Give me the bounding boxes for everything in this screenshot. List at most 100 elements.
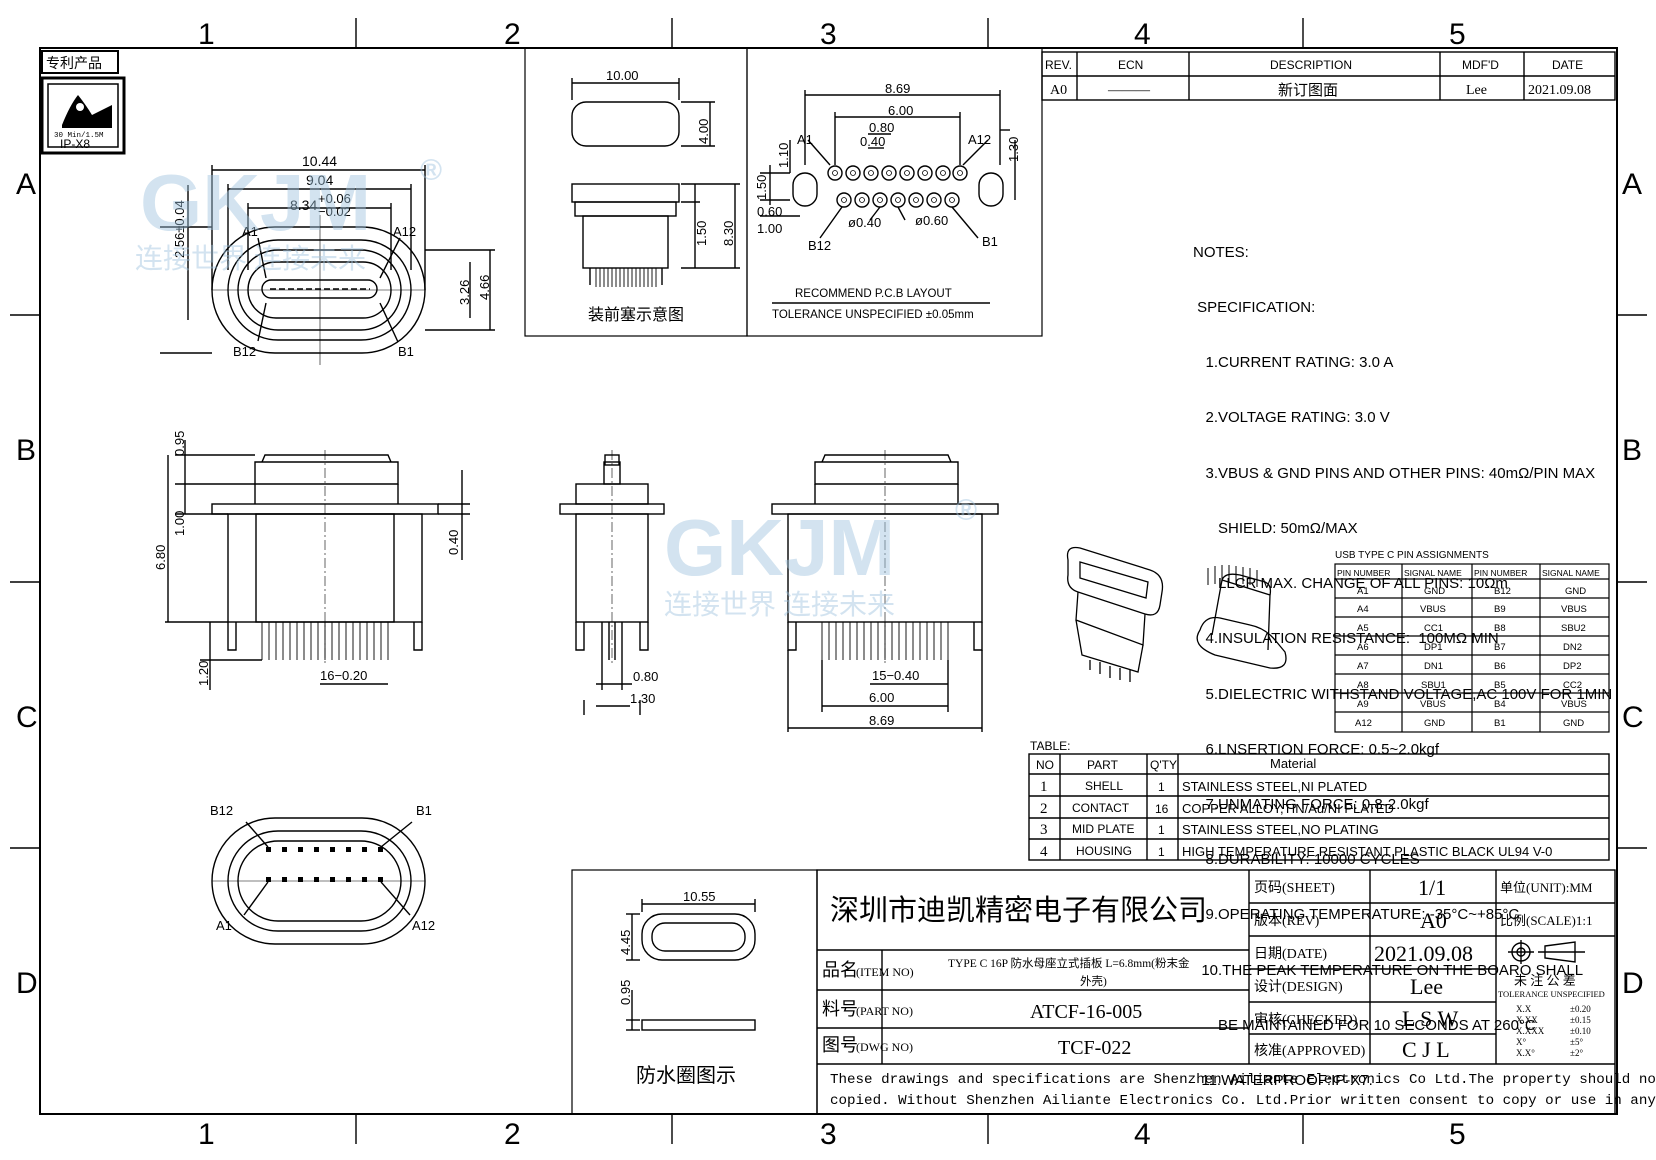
tolerance-sub: TOLERANCE UNSPECIFIED <box>1498 989 1605 999</box>
sheet-label: 页码(SHEET) <box>1254 880 1335 896</box>
revision-table-grid <box>1041 51 1616 101</box>
approved-value: C J L <box>1402 1037 1450 1062</box>
pin-th-2: SIGNAL NAME <box>1404 568 1462 578</box>
zone-row-c-left: C <box>16 701 38 734</box>
pcb-pin-b12: B12 <box>808 238 831 253</box>
plug-dim-1-50: 1.50 <box>694 221 709 246</box>
parts-th-material: Material <box>1270 756 1316 771</box>
dim-2-56: 2.56±0.04 <box>172 200 187 258</box>
watermark-slogan: 连接世界 连接未来 <box>135 243 366 275</box>
pin-cell: A7 <box>1357 661 1369 672</box>
pin-th-1: PIN NUMBER <box>1337 568 1390 578</box>
parts-th-no: NO <box>1036 758 1054 772</box>
side-dim-6-00: 6.00 <box>869 690 894 705</box>
rev-value-ecn: ——— <box>1107 83 1151 98</box>
pcb-tolerance: TOLERANCE UNSPECIFIED ±0.05mm <box>772 309 974 321</box>
pin-cell: SBU1 <box>1421 680 1446 691</box>
notes-line: LLCR MAX. CHANGE OF ALL PINS: 10Ωm <box>1193 575 1508 593</box>
zone-col-3-top: 3 <box>820 18 837 51</box>
text-layer: 1 2 3 4 5 1 2 3 4 5 A B C D A B C D 专利产品… <box>16 18 1656 1151</box>
seal-dim-4-45: 4.45 <box>618 930 633 955</box>
tol-val: ±0.10 <box>1570 1026 1591 1036</box>
zone-col-4-top: 4 <box>1134 18 1151 51</box>
rev-header-rev: REV. <box>1045 58 1072 72</box>
parts-cell: 3 <box>1040 822 1048 838</box>
notes-line: SPECIFICATION: <box>1193 299 1316 317</box>
pin-table-rows: A1 GND B12 GND A4 VBUS B9 VBUS A5 CC1 B8… <box>1355 586 1587 729</box>
parts-cell: 16 <box>1155 802 1169 816</box>
pin-cell: DN2 <box>1563 642 1582 653</box>
checked-label: 审核(CHECKED) <box>1254 1012 1358 1028</box>
side-dim-8-69: 8.69 <box>869 713 894 728</box>
design-value: Lee <box>1410 974 1443 999</box>
item-label-en: (ITEM NO) <box>856 965 914 979</box>
view-frames <box>524 47 1043 1115</box>
scale-label: 比例(SCALE)1:1 <box>1500 913 1592 928</box>
pcb-dim-1-50: 1.50 <box>754 175 769 200</box>
pin-cell: CC1 <box>1424 623 1443 634</box>
zone-row-c-right: C <box>1622 701 1644 734</box>
pin-table-title: USB TYPE C PIN ASSIGNMENTS <box>1335 550 1489 561</box>
tol-key: X.XX <box>1516 1015 1538 1025</box>
pcb-dim-1-10: 1.10 <box>776 143 791 168</box>
notes-line: 1.CURRENT RATING: 3.0 A <box>1193 354 1394 372</box>
side-view-middle <box>559 450 665 715</box>
watermark-reg: ® <box>420 154 442 187</box>
pin-th-3: PIN NUMBER <box>1474 568 1527 578</box>
pin-cell: GND <box>1565 586 1586 597</box>
bottom-pin-b12: B12 <box>210 803 233 818</box>
rev-value-mdfd: Lee <box>1466 83 1487 98</box>
patent-label: 专利产品 <box>46 56 102 72</box>
rev-header-description: DESCRIPTION <box>1270 58 1352 72</box>
bottom-view <box>211 817 426 945</box>
bottom-pin-b1: B1 <box>416 803 432 818</box>
pin-cell: VBUS <box>1420 604 1446 615</box>
parts-cell: COPPER ALLOY,TIN/Au/NI PLATED <box>1182 801 1394 816</box>
parts-table-grid <box>1028 753 1610 861</box>
part-label-en: (PART NO) <box>856 1004 913 1018</box>
parts-th-part: PART <box>1087 758 1119 772</box>
iso-view-1 <box>1066 546 1164 682</box>
zone-col-2-bottom: 2 <box>504 1118 521 1151</box>
pcb-dim-1-00: 1.00 <box>757 221 782 236</box>
pcb-dim-1-30: 1.30 <box>1006 137 1021 162</box>
item-label: 品名 <box>822 960 858 980</box>
pin-cell: DP2 <box>1563 661 1581 672</box>
zone-row-b-left: B <box>16 434 36 467</box>
pcb-dim-0-60: 0.60 <box>757 204 782 219</box>
rev-header-mdfd: MDF'D <box>1462 58 1499 72</box>
parts-cell: SHELL <box>1085 779 1123 793</box>
zone-ticks <box>10 18 1647 1144</box>
seal-view <box>626 899 756 1031</box>
zone-col-3-bottom: 3 <box>820 1118 837 1151</box>
projection-symbol-icon <box>1508 940 1585 964</box>
rev-header-ecn: ECN <box>1118 58 1143 72</box>
zone-col-5-top: 5 <box>1449 18 1466 51</box>
pcb-pin-row-bottom <box>836 192 960 208</box>
pin-cell: GND <box>1424 718 1445 729</box>
notes-line: 3.VBUS & GND PINS AND OTHER PINS: 40mΩ/P… <box>1193 464 1596 482</box>
notes-line: 5.DIELECTRIC WITHSTAND VOLTAGE,AC 100V F… <box>1193 685 1613 703</box>
zone-row-d-left: D <box>16 967 38 1000</box>
design-label: 设计(DESIGN) <box>1254 979 1343 995</box>
notes-line: 8.DURABILITY: 10000 CYCLES <box>1193 851 1420 869</box>
parts-cell: 1 <box>1158 780 1165 794</box>
zone-row-a-right: A <box>1622 168 1642 201</box>
tol-val: ±0.20 <box>1570 1004 1591 1014</box>
pcb-pin-b1: B1 <box>982 234 998 249</box>
company-name: 深圳市迪凯精密电子有限公司 <box>830 894 1207 927</box>
side-dim-1-00: 1.00 <box>172 511 187 536</box>
parts-cell: 1 <box>1158 823 1165 837</box>
notes-line: 6.LNSERTION FORCE: 0.5~2.0kgf <box>1193 740 1440 758</box>
pin-cell: B5 <box>1494 680 1506 691</box>
notes-line: SHIELD: 50mΩ/MAX <box>1193 519 1358 537</box>
side-dim-0-40: 0.40 <box>446 530 461 555</box>
dim-10-44: 10.44 <box>302 153 337 169</box>
sheet-value: 1/1 <box>1418 875 1446 900</box>
pin-cell: A1 <box>1357 586 1369 597</box>
pcb-dim-0-40: 0.40 <box>860 134 885 149</box>
approved-label: 核准(APPROVED) <box>1254 1043 1366 1059</box>
side-dim-0-95: 0.95 <box>172 431 187 456</box>
parts-cell: MID PLATE <box>1072 822 1134 836</box>
rev-header-date: DATE <box>1552 58 1583 72</box>
